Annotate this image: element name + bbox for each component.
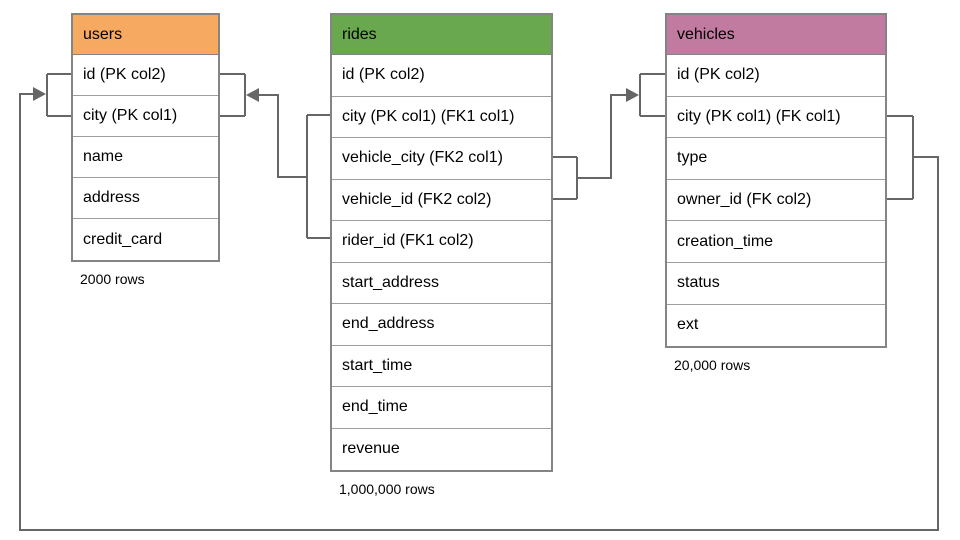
users-row-count: 2000 rows <box>80 271 145 287</box>
fk2-connector-rides-to-vehicles <box>553 73 665 200</box>
row-rides-start-time: start_time <box>332 345 551 387</box>
row-users-id: id (PK col2) <box>73 55 218 96</box>
table-rides: rides id (PK col2) city (PK col1) (FK1 c… <box>330 13 553 497</box>
fk1-connector-rides-to-users <box>220 73 330 239</box>
row-rides-end-address: end_address <box>332 304 551 346</box>
row-vehicles-city: city (PK col1) (FK col1) <box>667 96 885 139</box>
row-vehicles-owner-id: owner_id (FK col2) <box>667 179 885 222</box>
fk2-connector-path <box>577 94 634 179</box>
rides-right-key-bracket <box>553 156 578 200</box>
row-rides-vehicle-id: vehicle_id (FK2 col2) <box>332 179 551 221</box>
row-vehicles-creation-time: creation_time <box>667 221 885 263</box>
fk1-connector-path <box>250 94 307 178</box>
row-vehicles-ext: ext <box>667 304 885 347</box>
row-rides-start-address: start_address <box>332 262 551 304</box>
vehicles-right-key-bracket <box>887 115 914 200</box>
table-users: users id (PK col2) city (PK col1) name a… <box>71 13 220 287</box>
fk2-arrowhead <box>626 88 639 102</box>
row-users-city: city (PK col1) <box>73 96 218 137</box>
table-header-vehicles: vehicles <box>667 15 885 55</box>
row-rides-vehicle-city: vehicle_city (FK2 col1) <box>332 138 551 180</box>
row-rides-city: city (PK col1) (FK1 col1) <box>332 96 551 138</box>
rides-row-count: 1,000,000 rows <box>339 481 435 497</box>
table-header-rides: rides <box>332 15 551 55</box>
row-users-address: address <box>73 178 218 219</box>
table-header-users: users <box>73 15 218 55</box>
users-left-key-bracket <box>46 73 71 117</box>
row-vehicles-id: id (PK col2) <box>667 55 885 97</box>
row-rides-revenue: revenue <box>332 428 551 470</box>
vehicles-row-count: 20,000 rows <box>674 357 751 374</box>
vehicles-left-key-bracket <box>639 73 665 117</box>
users-right-key-bracket <box>220 73 246 117</box>
row-rides-id: id (PK col2) <box>332 55 551 97</box>
row-rides-end-time: end_time <box>332 387 551 429</box>
row-vehicles-type: type <box>667 138 885 180</box>
row-vehicles-status: status <box>667 262 885 305</box>
row-rides-rider-id: rider_id (FK1 col2) <box>332 221 551 263</box>
row-users-credit-card: credit_card <box>73 219 218 260</box>
row-users-name: name <box>73 137 218 178</box>
fk-arrowhead <box>33 87 46 101</box>
fk1-arrowhead <box>246 88 259 102</box>
table-vehicles: vehicles id (PK col2) city (PK col1) (FK… <box>665 13 887 373</box>
rides-left-key-bracket <box>306 114 330 239</box>
